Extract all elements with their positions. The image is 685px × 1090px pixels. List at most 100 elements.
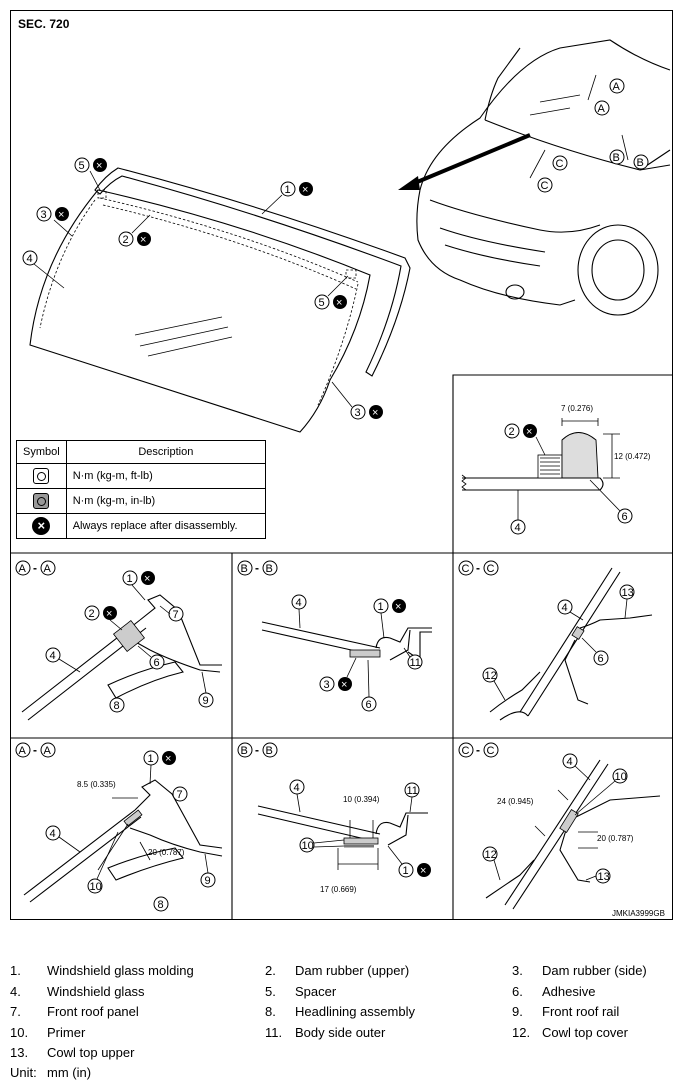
svg-text:B: B <box>613 152 620 164</box>
svg-text:1: 1 <box>148 753 154 765</box>
symbol-header: Symbol <box>16 440 67 464</box>
symbol-description: N·m (kg-m, in-lb) <box>65 488 267 514</box>
svg-text:-: - <box>476 743 480 757</box>
svg-text:4: 4 <box>567 756 573 768</box>
svg-text:20 (0.787): 20 (0.787) <box>148 848 185 857</box>
panel-grid <box>11 374 673 920</box>
svg-text:C: C <box>462 745 470 757</box>
svg-text:×: × <box>341 679 347 691</box>
svg-text:10 (0.394): 10 (0.394) <box>343 795 380 804</box>
replace-x-icon: × <box>32 517 51 535</box>
svg-text:1: 1 <box>127 573 133 585</box>
callout-3-main-right: 3× <box>331 381 383 420</box>
svg-text:×: × <box>96 160 102 172</box>
svg-text:6: 6 <box>598 653 604 665</box>
section-b-b-2: B-B 10 (0.394) 17 (0.669) 4 11 10 1 × <box>237 742 431 894</box>
callout-4-main: 4 <box>22 250 65 289</box>
svg-text:9: 9 <box>203 695 209 707</box>
svg-text:×: × <box>395 601 401 613</box>
svg-text:C: C <box>487 563 495 575</box>
svg-text:2: 2 <box>123 234 129 246</box>
svg-text:2: 2 <box>89 608 95 620</box>
svg-text:1: 1 <box>403 865 409 877</box>
svg-text:A: A <box>19 563 27 575</box>
svg-text:B: B <box>637 157 644 169</box>
svg-text:4: 4 <box>294 782 300 794</box>
torque-wrench-small-icon <box>33 493 50 509</box>
callout-3-main-left: 3× <box>36 206 73 237</box>
svg-text:12: 12 <box>485 849 497 861</box>
svg-text:2: 2 <box>509 426 515 438</box>
description-header: Description <box>65 440 267 464</box>
svg-text:4: 4 <box>515 522 521 534</box>
callout-5-main-top: 5× <box>74 157 107 191</box>
svg-text:5: 5 <box>79 160 85 172</box>
svg-text:-: - <box>33 561 37 575</box>
svg-text:B: B <box>241 563 248 575</box>
svg-text:24 (0.945): 24 (0.945) <box>497 797 534 806</box>
svg-text:3: 3 <box>355 407 361 419</box>
svg-text:6: 6 <box>366 699 372 711</box>
svg-text:×: × <box>140 234 146 246</box>
svg-text:7 (0.276): 7 (0.276) <box>561 404 593 413</box>
symbol-row: N·m (kg-m, in-lb) <box>16 488 267 514</box>
svg-text:1: 1 <box>285 184 291 196</box>
svg-text:3: 3 <box>324 679 330 691</box>
svg-text:×: × <box>58 209 64 221</box>
svg-text:20 (0.787): 20 (0.787) <box>597 834 634 843</box>
svg-text:-: - <box>476 561 480 575</box>
callout-2-main: 2× <box>118 214 151 247</box>
svg-text:10: 10 <box>90 881 102 893</box>
svg-text:-: - <box>255 561 259 575</box>
svg-text:6: 6 <box>154 657 160 669</box>
symbol-row: × Always replace after disassembly. <box>16 513 267 539</box>
svg-text:8: 8 <box>158 899 164 911</box>
svg-text:×: × <box>144 573 150 585</box>
image-code: JMKIA3999GB <box>612 909 665 918</box>
svg-text:17 (0.669): 17 (0.669) <box>320 885 357 894</box>
section-b-b-1: B-B 4 1× 3× 6 11 <box>237 560 432 712</box>
section-a-a-2: A-A 8.5 (0.335) 20 (0.787) 1× 7 4 10 8 9 <box>15 742 223 912</box>
svg-text:-: - <box>255 743 259 757</box>
svg-text:4: 4 <box>50 828 56 840</box>
svg-text:12: 12 <box>485 670 497 682</box>
svg-text:C: C <box>462 563 470 575</box>
svg-text:C: C <box>541 180 549 192</box>
diagram-frame <box>10 10 673 920</box>
svg-text:×: × <box>106 608 112 620</box>
svg-text:11: 11 <box>407 785 418 797</box>
svg-text:4: 4 <box>562 602 568 614</box>
svg-text:C: C <box>487 745 495 757</box>
svg-text:4: 4 <box>296 597 302 609</box>
svg-text:A: A <box>44 563 52 575</box>
svg-text:10: 10 <box>615 771 627 783</box>
svg-text:×: × <box>165 753 171 765</box>
symbol-description: N·m (kg-m, ft-lb) <box>65 463 267 489</box>
svg-text:C: C <box>556 158 564 170</box>
svg-text:4: 4 <box>50 650 56 662</box>
svg-text:B: B <box>266 563 273 575</box>
torque-wrench-icon <box>33 468 50 484</box>
svg-text:7: 7 <box>173 609 179 621</box>
svg-text:×: × <box>336 297 342 309</box>
svg-text:B: B <box>241 745 248 757</box>
svg-text:8.5 (0.335): 8.5 (0.335) <box>77 780 116 789</box>
svg-text:×: × <box>420 865 426 877</box>
svg-text:×: × <box>526 426 532 438</box>
adhesive-detail: 7 (0.276) 12 (0.472) 2× 4 6 <box>461 404 651 535</box>
svg-text:6: 6 <box>622 511 628 523</box>
svg-text:5: 5 <box>319 297 325 309</box>
callout-5-main-right: 5× <box>314 275 349 310</box>
main-callouts: 1× 2× 3× 4 5× 5× 3× <box>22 157 383 420</box>
section-title: SEC. 720 <box>18 17 70 31</box>
svg-text:B: B <box>266 745 273 757</box>
svg-text:11: 11 <box>410 657 421 669</box>
svg-text:×: × <box>302 184 308 196</box>
section-a-a-1: A-A 1× 2× 7 4 6 8 9 <box>15 560 222 721</box>
svg-text:A: A <box>19 745 27 757</box>
svg-text:10: 10 <box>302 840 314 852</box>
svg-text:A: A <box>613 81 621 93</box>
vehicle-section-markers: A A B B C C <box>537 78 649 193</box>
symbol-row: N·m (kg-m, ft-lb) <box>16 463 267 489</box>
